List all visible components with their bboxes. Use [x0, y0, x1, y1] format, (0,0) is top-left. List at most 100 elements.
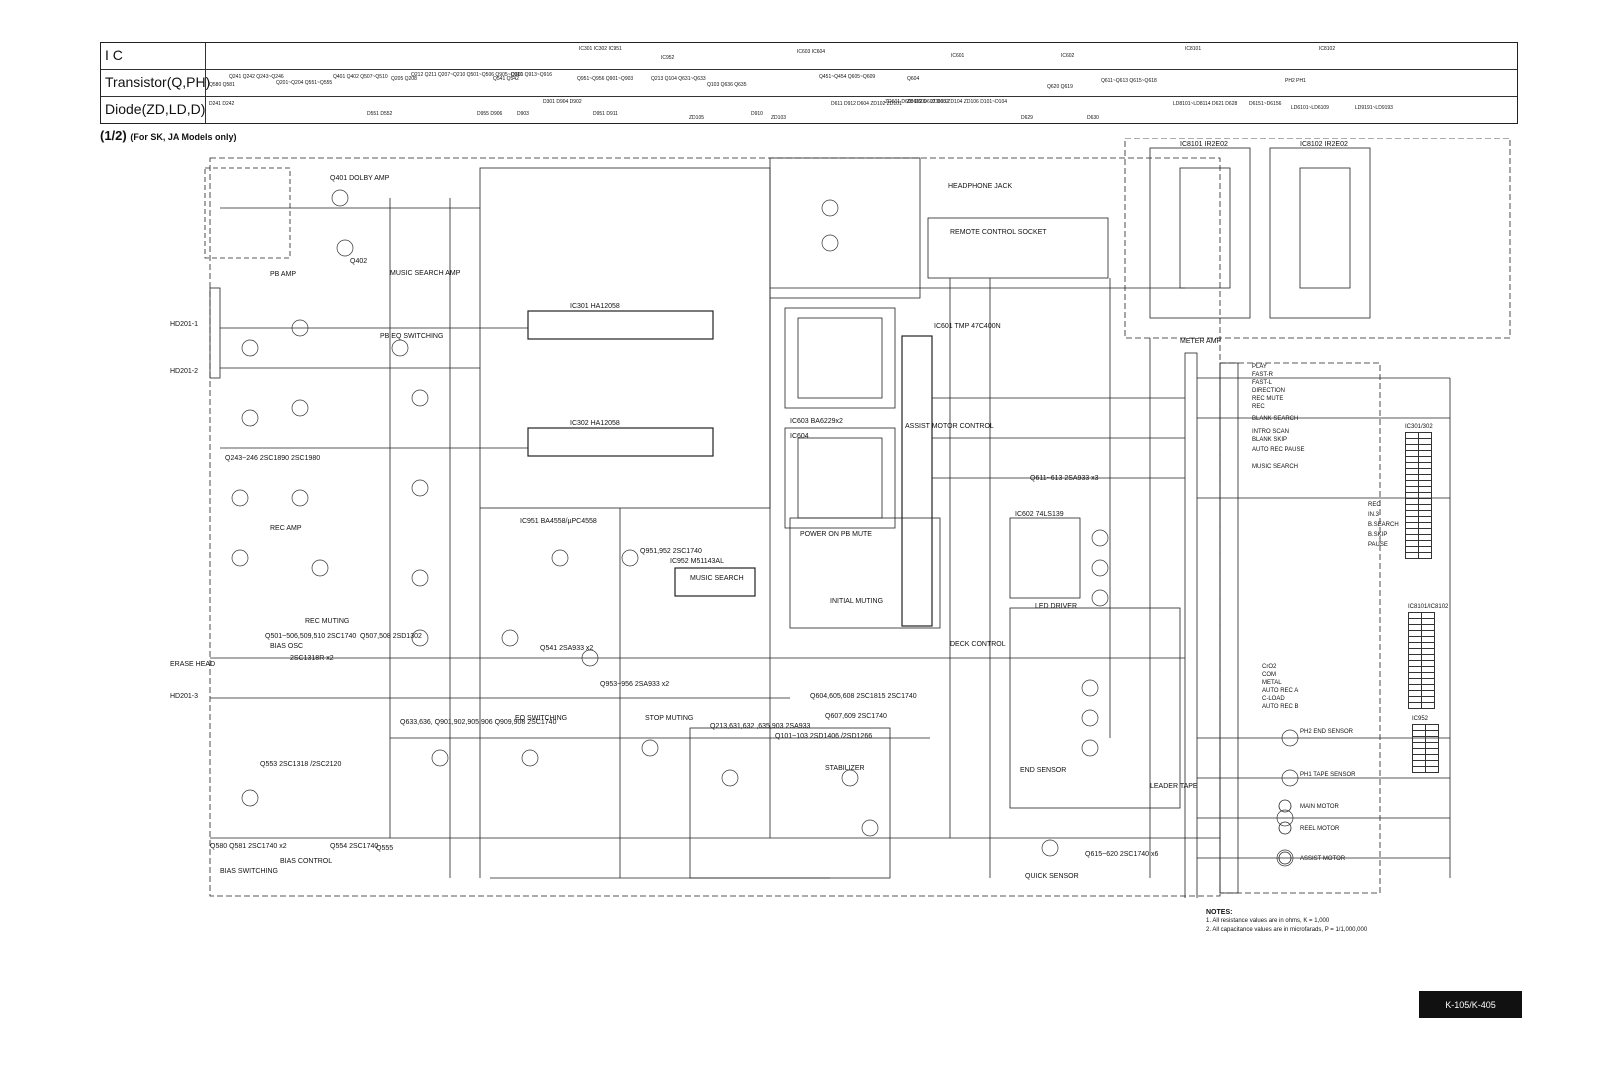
model-badge: K-105/K-405 — [1419, 991, 1522, 1018]
pb-mute-label: POWER ON PB MUTE — [800, 531, 872, 538]
ref-cell: D955 D906 — [477, 111, 503, 117]
ref-cell: Q103 Q636 Q635 — [707, 82, 747, 88]
pin-table-title: IC8101/IC8102 — [1408, 604, 1449, 610]
ref-cell: IC301 IC302 IC951 — [579, 46, 622, 52]
ref-cell: ZD105 — [689, 115, 705, 121]
ic603-label: IC603 BA6229x2 — [790, 418, 843, 425]
bias-osc-label: BIAS OSC — [270, 643, 303, 650]
ref-cell: ZD601 D608 D609 — [885, 99, 927, 105]
notes-line: 1. All resistance values are in ohms, K … — [1206, 918, 1330, 924]
ref-cell: ZD103 — [771, 115, 787, 121]
end-sensor-label: END SENSOR — [1020, 767, 1066, 774]
pb-mute-block — [789, 517, 941, 629]
q611-label: Q611~613 2SA933 x3 — [1030, 475, 1099, 482]
switch-label: PLAY — [1252, 364, 1267, 370]
music-search-label: MUSIC SEARCH — [690, 575, 744, 582]
ic8102-box — [1269, 147, 1371, 319]
ic8102-body — [1299, 167, 1351, 289]
led-labels: REC IN.3 B.SEARCH B.SKIP PAUSE — [1368, 502, 1399, 548]
motor-labels: PH2 END SENSOR PH1 TAPE SENSOR MAIN MOTO… — [1300, 729, 1356, 862]
ic602-box — [1009, 517, 1081, 599]
ref-cell: IC8101 — [1185, 46, 1202, 52]
q541-label: Q541 2SA933 x2 — [540, 645, 593, 652]
cl-label: AUTO REC A — [1262, 688, 1298, 694]
switch-label: BLANK SKIP — [1252, 437, 1287, 443]
bias-switching-label: BIAS SWITCHING — [220, 868, 278, 875]
led-driver-label: LED DRIVER — [1035, 603, 1077, 610]
q551-label: 2SC1318R x2 — [290, 655, 334, 662]
ref-cell: IC601 — [951, 53, 965, 59]
switch-label: DIRECTION — [1252, 388, 1285, 394]
q213-label: Q213,631,632 ,635,903 2SA933 — [710, 723, 811, 730]
pin-grid — [1412, 724, 1439, 773]
led-driver-block — [1009, 607, 1181, 809]
quick-sensor-label: QUICK SENSOR — [1025, 873, 1079, 880]
ic604-label: IC604 — [790, 433, 809, 440]
switch-labels: PLAY FAST-R FAST-L DIRECTION REC MUTE RE… — [1252, 364, 1304, 470]
ref-cell: Q205 Q208 — [391, 76, 417, 82]
ref-cell: D6151~D6156 — [1249, 101, 1282, 107]
q101-label: Q101~103 2SD1406 /2SD1266 — [775, 733, 872, 740]
ic302-label: IC302 HA12058 — [570, 420, 620, 427]
ic601-label: IC601 TMP 47C400N — [934, 323, 1001, 330]
eq-switching-label: EQ SWITCHING — [515, 715, 567, 722]
ic8101-pin-table: IC8101/IC8102 — [1408, 604, 1448, 709]
hd-bottom-label: HD201-2 — [170, 368, 198, 375]
ref-cell: Q611~Q613 Q615~Q618 — [1101, 78, 1157, 84]
bias-control-label: BIAS CONTROL — [280, 858, 332, 865]
switch-board-boundary — [1219, 362, 1381, 894]
stabilizer-label: STABILIZER — [825, 765, 865, 772]
leader-tape-label: LEADER TAPE — [1150, 783, 1198, 790]
switch-label: FAST-L — [1252, 380, 1273, 386]
switch-label: BLANK SEARCH — [1252, 416, 1298, 422]
hd-erase-label: HD201-3 — [170, 693, 198, 700]
stabilizer-block — [689, 727, 891, 879]
transistor-row: Transistor(Q,PH) Q580 Q581 Q241 Q242 Q24… — [101, 70, 1517, 97]
motor-symbols — [1278, 799, 1292, 865]
q507-label: Q507,508 2SD1302 — [360, 633, 422, 640]
rec-muting-label: REC MUTING — [305, 618, 349, 625]
cl-labels: CrO2 COM METAL AUTO REC A C-LOAD AUTO RE… — [1262, 664, 1299, 710]
meter-amp-label: METER AMP — [1180, 338, 1222, 345]
ic601-body — [901, 335, 933, 627]
pin-grid — [1405, 432, 1432, 559]
headphone-jack-label: HEADPHONE JACK — [948, 183, 1013, 190]
ref-cell: D301 D904 D902 — [543, 99, 582, 105]
motor-label: PH1 TAPE SENSOR — [1300, 772, 1356, 778]
q580-label: Q580 Q581 2SC1740 x2 — [210, 843, 287, 850]
switch-label: FAST-R — [1252, 372, 1274, 378]
ic8101-box — [1149, 147, 1251, 319]
switch-label: AUTO REC PAUSE — [1252, 447, 1304, 453]
switch-label: REC MUTE — [1252, 396, 1283, 402]
ref-cell: D611 D912 — [831, 101, 856, 107]
notes-heading: NOTES: — [1206, 909, 1233, 916]
ref-cell: D604 ZD102 ZD101 — [857, 101, 902, 107]
ref-cell: Q951~Q956 Q901~Q903 — [577, 76, 634, 82]
q554-label: Q554 2SC1740 — [330, 843, 378, 850]
ref-cell: D910 — [751, 111, 763, 117]
notes: NOTES: 1. All resistance values are in o… — [1206, 908, 1367, 935]
rec-amp-label: REC AMP — [270, 525, 302, 532]
remote-socket-label: REMOTE CONTROL SOCKET — [950, 229, 1047, 236]
ref-cell: Q604 — [907, 76, 920, 82]
ref-cell: D903 — [517, 111, 529, 117]
ref-cell: Q401 Q402 Q507~Q510 — [333, 74, 388, 80]
pin-table-title: IC952 — [1412, 716, 1429, 722]
q501-label: Q501~506,509,510 2SC1740 — [265, 633, 356, 640]
ref-cell: PH2 PH1 — [1285, 78, 1306, 84]
reference-table: I C IC301 IC302 IC951 IC952 IC603 IC604 … — [100, 42, 1518, 124]
led-label: IN.3 — [1368, 512, 1380, 518]
ref-cell: D951 D911 — [593, 111, 618, 117]
connector-strip — [1184, 352, 1198, 898]
ic952-pin-table: IC952 — [1412, 716, 1439, 773]
led-label: PAUSE — [1368, 542, 1388, 548]
cl-label: COM — [1262, 672, 1276, 678]
ref-cell: IC602 — [1061, 53, 1075, 59]
ref-cell: D241 D242 — [209, 101, 235, 107]
main-board-boundary — [209, 157, 1221, 897]
led-label: REC — [1368, 502, 1381, 508]
cl-label: CrO2 — [1262, 664, 1277, 670]
pin-table-title: IC301/302 — [1405, 424, 1433, 430]
dolby-block — [479, 167, 771, 509]
hd-top-label: HD201-1 — [170, 321, 198, 328]
